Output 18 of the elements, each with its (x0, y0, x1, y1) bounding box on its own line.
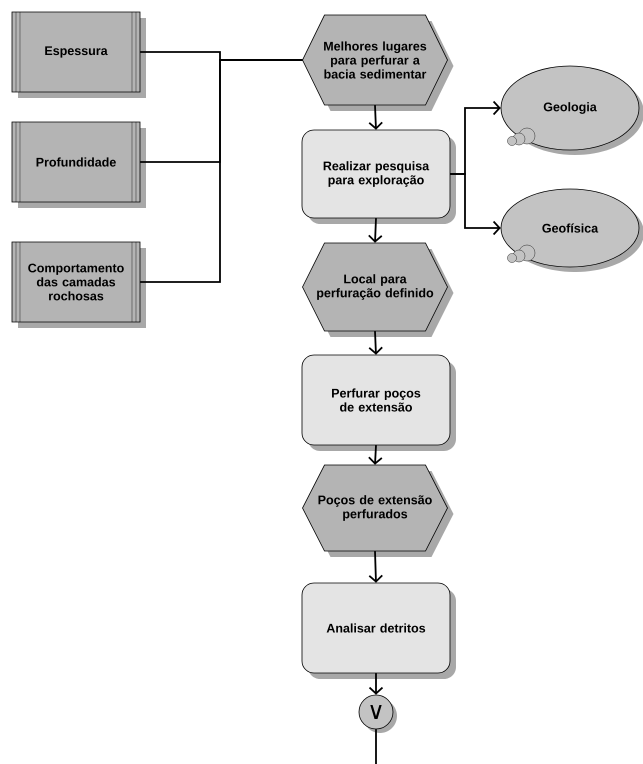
arrow (368, 445, 382, 465)
arrow (368, 218, 382, 243)
event-hexagon: Local para perfuração definido (302, 242, 454, 337)
thought-bubble: Geologia (500, 66, 643, 155)
thought-bubble: Geofísica (500, 188, 643, 272)
function-box: Analisar detritos (302, 582, 456, 679)
process-box: Espessura (12, 12, 146, 98)
arrow (368, 331, 383, 355)
process-box: Profundidade (12, 122, 146, 208)
function-box: Perfurar poços de extensão (302, 354, 456, 451)
arrow (368, 105, 383, 130)
event-hexagon: Poços de extensão perfurados (302, 464, 454, 557)
arrow (368, 673, 384, 695)
event-hexagon: Melhores lugares para perfurar a bacia sedimentar (302, 14, 454, 111)
arrow (450, 173, 501, 236)
arrow (368, 551, 383, 583)
process-box: Comportamento das camadas rochosas (12, 242, 146, 328)
function-box: Realizar pesquisa para exploração (302, 130, 456, 224)
